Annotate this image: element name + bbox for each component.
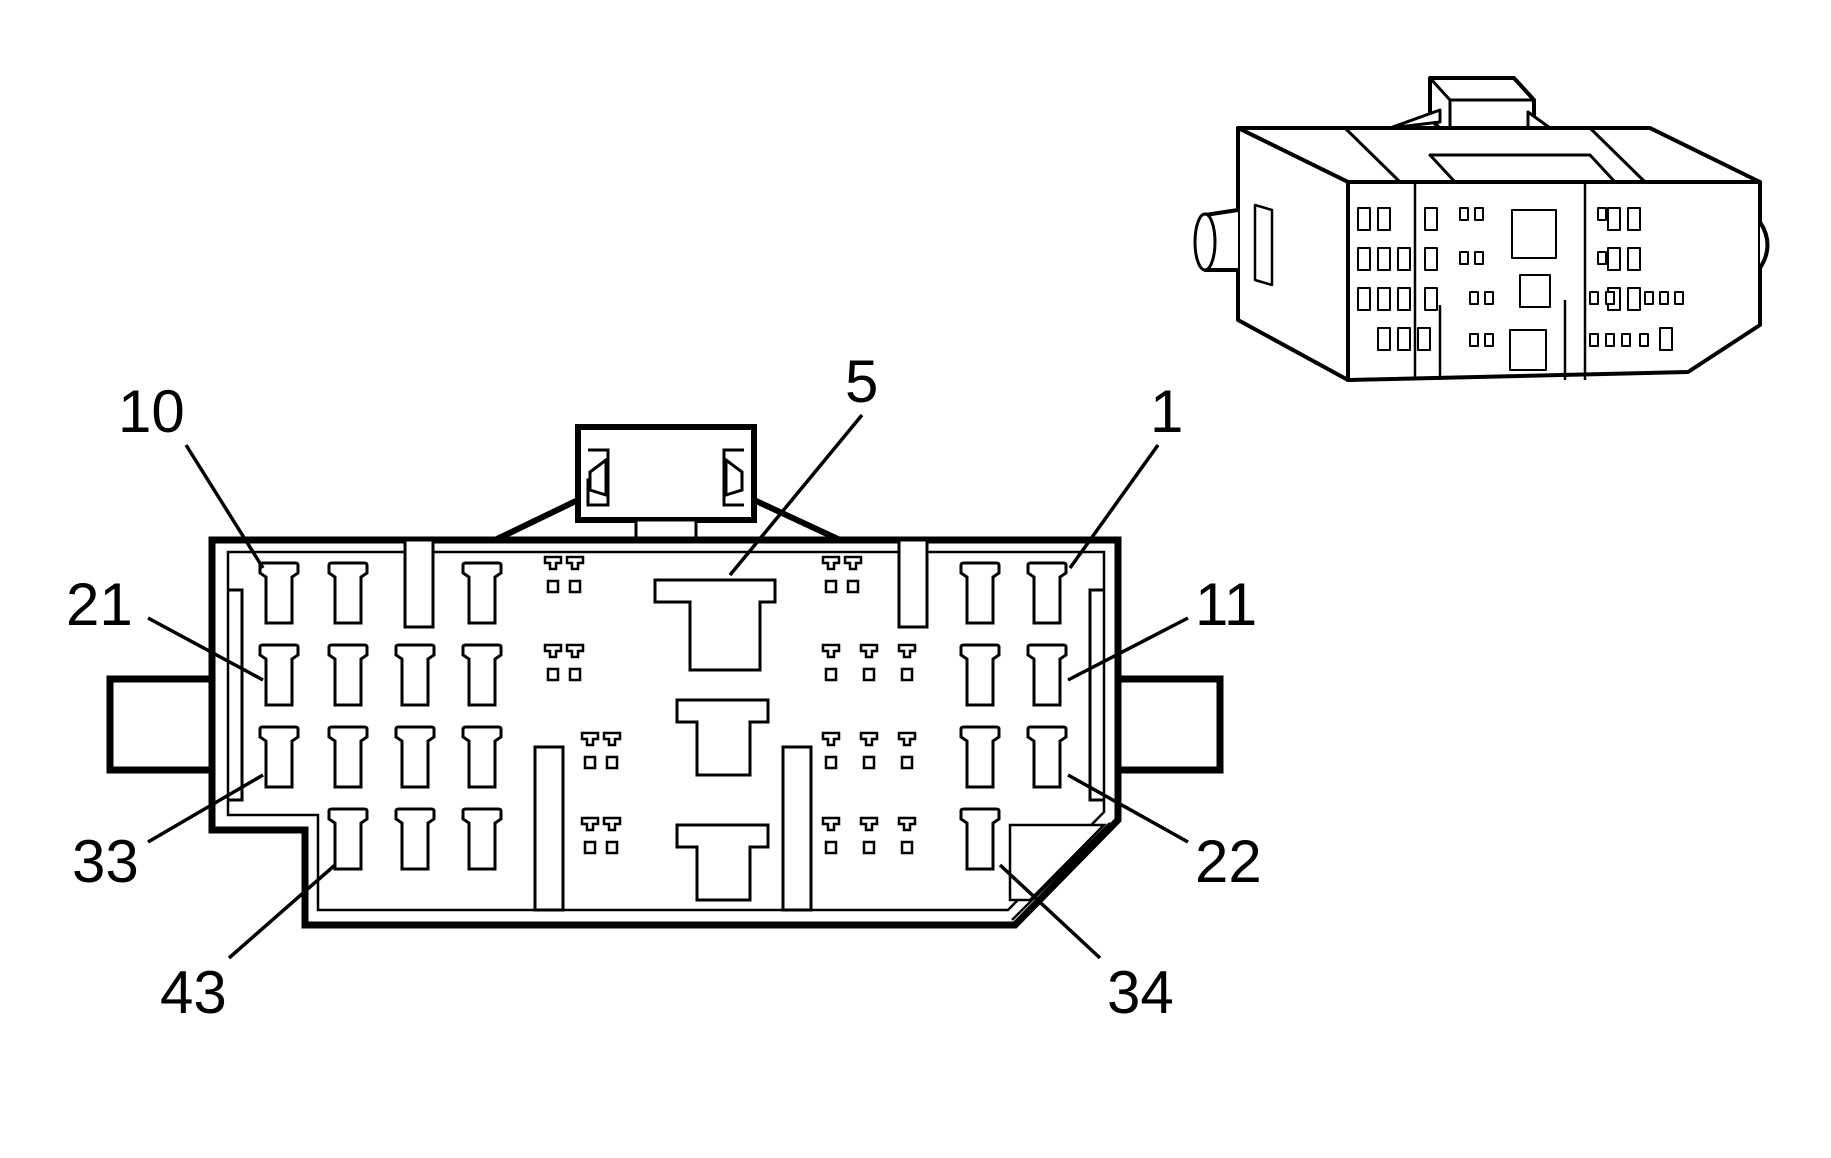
terminal-cavity — [461, 643, 503, 707]
pin-label-22: 22 — [1195, 828, 1262, 895]
pin-label-43: 43 — [160, 959, 227, 1026]
terminal-cavity — [327, 807, 369, 871]
terminal-cavity — [1026, 643, 1068, 707]
left-mount-tab — [106, 675, 212, 774]
terminal-cavity — [327, 725, 369, 789]
terminal-cavity — [394, 725, 436, 789]
connector-latch — [493, 424, 842, 544]
terminal-cavity — [959, 807, 1001, 871]
callout-lines — [147, 413, 1189, 960]
pin-label-1: 1 — [1150, 378, 1183, 445]
pin-label-34: 34 — [1107, 959, 1174, 1026]
large-terminal — [653, 578, 777, 672]
terminal-cavity — [461, 807, 503, 871]
terminal-cavity — [959, 561, 1001, 625]
connector-isometric-view — [1193, 76, 1770, 382]
large-terminal — [675, 823, 770, 902]
terminal-cavity — [327, 561, 369, 625]
terminal-cavity — [461, 561, 503, 625]
terminal-cavity — [394, 807, 436, 871]
pin-labels: 10 21 33 43 5 1 11 22 34 — [66, 348, 1262, 1026]
terminal-cavity — [959, 725, 1001, 789]
terminal-cavity — [461, 725, 503, 789]
large-terminal — [675, 698, 770, 777]
connector-face — [106, 424, 1224, 929]
pin-label-21: 21 — [66, 571, 133, 638]
terminal-cavity — [327, 643, 369, 707]
right-mount-tab — [1118, 675, 1224, 774]
pin-label-5: 5 — [845, 348, 878, 415]
pin-label-11: 11 — [1195, 571, 1257, 638]
pin-label-33: 33 — [72, 828, 139, 895]
pin-label-10: 10 — [118, 378, 185, 445]
terminal-cavity — [258, 561, 300, 625]
terminal-cavity — [1026, 725, 1068, 789]
terminal-cavity — [959, 643, 1001, 707]
terminal-cavity — [1026, 561, 1068, 625]
terminal-cavity — [394, 643, 436, 707]
terminal-cavity — [258, 643, 300, 707]
terminal-cavity — [258, 725, 300, 789]
